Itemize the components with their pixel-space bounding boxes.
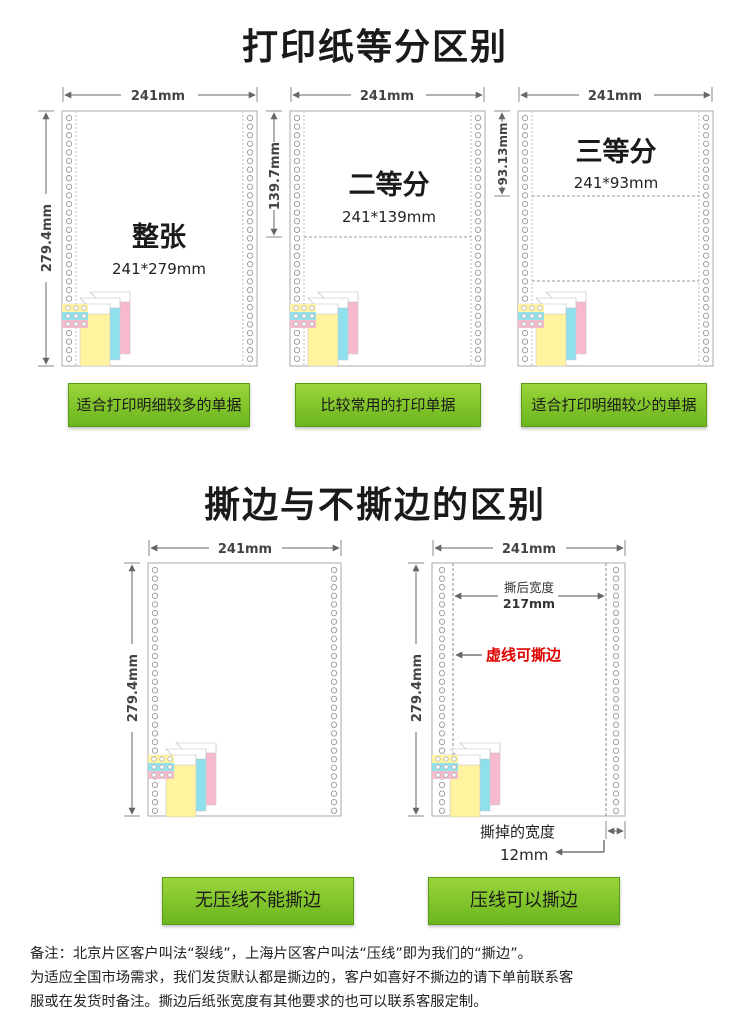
carbon-copy-stack-icon (290, 291, 359, 367)
height-label: 139.7mm (268, 142, 283, 210)
inner-width-value: 217mm (503, 596, 555, 611)
paper-third-diagram: 241mm 93.13mm 三等分 241*93mm (494, 87, 714, 367)
can-tear-button: 压线可以撕边 (428, 877, 620, 925)
paper-sheet (289, 110, 486, 367)
section-title-division: 打印纸等分区别 (241, 27, 508, 68)
section-title-tear-edge: 撕边与不撕边的区别 (203, 485, 546, 526)
feed-holes-right (474, 114, 482, 362)
perforation-diagram: 241mm 279.4mm 撕后宽度 217mm 虚线可撕边 撕掉的宽度 12m… (408, 540, 626, 864)
paper-half-diagram: 241mm 139.7mm 二等分 241*139mm (266, 87, 486, 367)
carbon-copy-stack-icon (62, 291, 131, 367)
size-label: 241*279mm (112, 260, 206, 278)
width-label: 241mm (360, 89, 414, 104)
remark-note: 备注：北京片区客户叫法“裂线”，上海片区客户叫法“压线”即为我们的“撕边”。 为… (30, 942, 730, 1014)
width-label: 241mm (131, 89, 185, 104)
carbon-copy-stack-icon (432, 742, 501, 818)
feed-holes-right (330, 566, 338, 814)
width-label: 241mm (218, 542, 272, 557)
third-sheet-usage-button: 适合打印明细较少的单据 (521, 383, 707, 427)
height-label: 279.4mm (40, 204, 55, 272)
big-label: 整张 (132, 222, 187, 253)
height-label: 279.4mm (126, 654, 141, 722)
height-label: 93.13mm (496, 123, 510, 186)
half-sheet-usage-button: 比较常用的打印单据 (295, 383, 481, 427)
note-line: 服或在发货时备注。撕边后纸张宽度有其他要求的也可以联系客服定制。 (30, 994, 488, 1010)
feed-holes-right (246, 114, 254, 362)
big-label: 二等分 (349, 169, 430, 201)
size-label: 241*139mm (342, 208, 436, 226)
no-tear-button: 无压线不能撕边 (162, 877, 354, 925)
height-label: 279.4mm (410, 654, 425, 722)
note-line: 为适应全国市场需求，我们发货默认都是撕边的，客户如喜好不撕边的请下单前联系客 (30, 970, 574, 986)
width-label: 241mm (588, 89, 642, 104)
paper-full-diagram: 241mm 279.4mm 整张 241*279mm (38, 87, 258, 367)
note-line: 备注：北京片区客户叫法“裂线”，上海片区客户叫法“压线”即为我们的“撕边”。 (30, 946, 532, 962)
width-label: 241mm (502, 542, 556, 557)
dashed-tear-label: 虚线可撕边 (486, 646, 562, 664)
torn-width-caption: 撕掉的宽度 (480, 823, 555, 841)
inner-width-caption: 撕后宽度 (504, 580, 555, 595)
no-perforation-diagram: 241mm 279.4mm (124, 540, 342, 818)
carbon-copy-stack-icon (518, 291, 587, 367)
size-label: 241*93mm (574, 174, 658, 192)
feed-holes-right (702, 114, 710, 362)
carbon-copy-stack-icon (148, 742, 217, 818)
feed-holes-right (612, 566, 620, 814)
full-sheet-usage-button: 适合打印明细较多的单据 (68, 383, 250, 427)
big-label: 三等分 (576, 136, 657, 168)
torn-width-value: 12mm (500, 846, 548, 864)
